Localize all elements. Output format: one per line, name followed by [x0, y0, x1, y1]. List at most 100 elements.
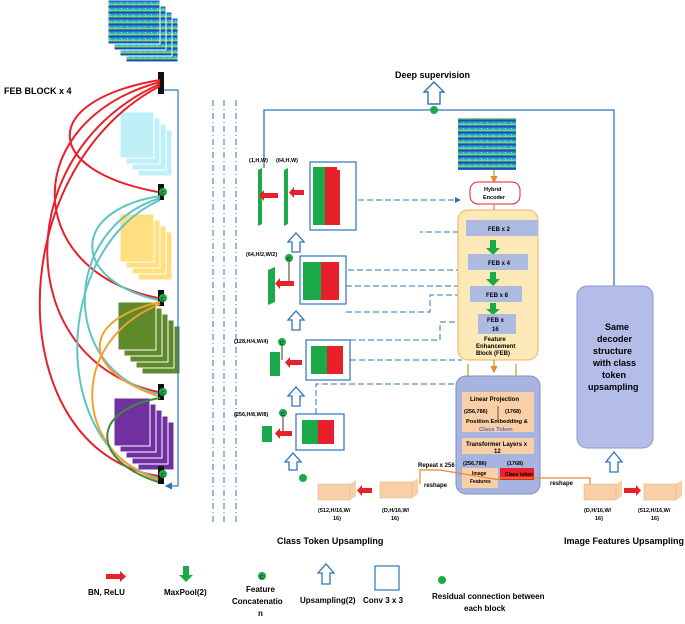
repeat-connector: Repeat x 256 reshape [418, 463, 501, 489]
svg-text:Concatenatio: Concatenatio [232, 597, 283, 606]
class-token-upsampling-boxes: (512,H/16,W/ 16) (D,H/16,W/ 16) [317, 478, 418, 522]
purple-feature-stack [113, 397, 175, 471]
position-embedding-label: Position Embedding & [466, 419, 528, 425]
svg-text:MaxPool(2): MaxPool(2) [164, 588, 207, 597]
legend-conv: Conv 3 x 3 [363, 565, 404, 605]
class-token-box-label: Class token [505, 472, 533, 478]
upsampling-arrow-4 [283, 452, 307, 482]
deep-supervision-arrow [422, 81, 446, 114]
upsampling-arrow-2 [286, 310, 306, 331]
feb-x8-label: FEB x 8 [486, 293, 509, 299]
decoder-row-2: C [268, 254, 347, 305]
legend: BN, ReLU MaxPool(2) C Feature Concatenat… [88, 563, 545, 618]
left-concat-nodes: C C C C [159, 188, 167, 479]
yellow-feature-stack [119, 213, 173, 281]
svg-text:Feature: Feature [246, 585, 275, 594]
svg-text:Encoder: Encoder [483, 195, 506, 201]
svg-text:C: C [161, 297, 165, 303]
svg-text:16): 16) [391, 516, 399, 522]
deep-supervision-lines [263, 109, 615, 286]
deep-supervision-label: Deep supervision [395, 70, 470, 80]
class-token-upsampling-caption: Class Token Upsampling [277, 536, 383, 546]
skip-connections [315, 197, 474, 414]
svg-text:(256,786): (256,786) [464, 409, 488, 415]
svg-text:n: n [258, 609, 263, 618]
cyan-feature-stack [119, 111, 173, 177]
svg-text:with class: with class [592, 358, 636, 368]
svg-text:C: C [161, 473, 165, 479]
decoder-label-d3: (64,H/2,W/2) [246, 252, 277, 258]
decoder-label-d4: (128,H/4,W/4) [234, 339, 268, 345]
legend-residual: Residual connection between each block [432, 576, 545, 613]
image-features-connector: reshape [498, 477, 591, 487]
residual-arcs [38, 79, 161, 483]
feb-container: FEB x 2 FEB x 4 FEB x 8 FEB x 16 Feature… [457, 209, 539, 361]
feb-title: Feature [484, 337, 506, 343]
svg-text:C: C [161, 391, 165, 397]
svg-text:decoder: decoder [597, 334, 633, 344]
svg-text:C: C [287, 257, 291, 263]
feb-x2-label: FEB x 2 [488, 227, 511, 233]
legend-concatenation: C Feature Concatenatio n [232, 572, 283, 618]
reshape-right-label: reshape [550, 481, 574, 487]
svg-text:16): 16) [651, 516, 659, 522]
repeat-label: Repeat x 256 [418, 463, 455, 469]
decoder-label-d1: (1,H,W) [249, 158, 268, 164]
upsampling-arrow-1 [286, 232, 306, 253]
same-decoder-box: Same decoder structure with class token … [576, 285, 654, 449]
image-features-upsampling-caption: Image Features Upsampling [564, 536, 684, 546]
svg-text:(D,H/16,W/: (D,H/16,W/ [584, 508, 612, 514]
svg-text:Hybrid: Hybrid [484, 187, 501, 193]
svg-text:Same: Same [605, 322, 629, 332]
legend-upsampling: Upsampling(2) [300, 563, 356, 605]
svg-text:C: C [161, 191, 165, 197]
linear-projection-label: Linear Projection [470, 397, 519, 403]
svg-text:16): 16) [595, 516, 603, 522]
decoder-row-1 [258, 161, 357, 231]
legend-maxpool: MaxPool(2) [164, 566, 207, 597]
svg-text:Features: Features [470, 479, 491, 485]
svg-text:token: token [602, 370, 626, 380]
upsampling-arrow-3 [286, 386, 306, 407]
svg-text:(1768): (1768) [505, 409, 521, 415]
svg-text:Image: Image [472, 471, 487, 477]
svg-text:Residual connection between: Residual connection between [432, 592, 545, 601]
svg-text:Enhancement: Enhancement [476, 344, 515, 350]
svg-text:(512,H/16,W/: (512,H/16,W/ [318, 508, 351, 514]
svg-text:12: 12 [494, 449, 501, 455]
right-upsampling-arrow [604, 450, 624, 473]
svg-text:16): 16) [333, 516, 341, 522]
svg-text:Upsampling(2): Upsampling(2) [300, 596, 356, 605]
reshape-left-label: reshape [424, 483, 448, 489]
svg-text:16: 16 [492, 327, 499, 333]
separator-lines [212, 100, 237, 525]
svg-text:BN, ReLU: BN, ReLU [88, 588, 125, 597]
decoder-row-4: C [262, 409, 345, 451]
transformer-layers-label: Transformer Layers x [466, 442, 528, 448]
decoder-label-d2: (64,H,W) [276, 158, 298, 164]
spectrogram-stack [107, 0, 179, 63]
feb-block-title: FEB BLOCK x 4 [4, 86, 72, 96]
svg-text:structure: structure [593, 346, 632, 356]
svg-text:upsampling: upsampling [588, 382, 639, 392]
olive-feature-stack [117, 301, 181, 375]
hybrid-encoder-box: Hybrid Encoder [469, 181, 521, 205]
svg-text:Block (FEB): Block (FEB) [476, 351, 510, 357]
transformer-block: Linear Projection (256,786) (1768) Posit… [455, 375, 541, 495]
svg-text:each block: each block [464, 604, 506, 613]
svg-text:C: C [281, 412, 285, 418]
svg-text:C: C [260, 575, 264, 581]
image-features-upsampling-boxes: (D,H/16,W/ 16) (512,H/16,W/ 16) [583, 480, 682, 522]
class-token-label: Class Token [479, 427, 513, 433]
feb-x16-label: FEB x [487, 318, 505, 324]
legend-bn-relu: BN, ReLU [88, 571, 126, 597]
svg-text:Conv 3 x 3: Conv 3 x 3 [363, 596, 404, 605]
svg-text:(512,H/16,W/: (512,H/16,W/ [638, 508, 671, 514]
decoder-row-3: C [270, 338, 351, 381]
decoder-label-d5: (256,H/8,W/8) [234, 412, 268, 418]
feb-x4-label: FEB x 4 [488, 261, 511, 267]
svg-text:C: C [280, 341, 284, 347]
input-spectrogram [458, 118, 516, 170]
